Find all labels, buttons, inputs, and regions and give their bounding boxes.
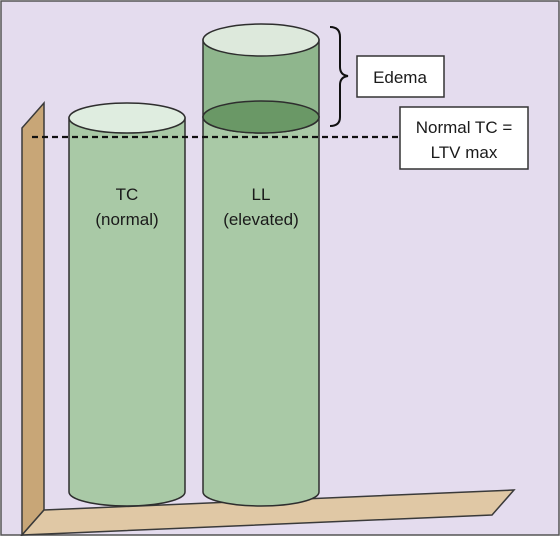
reference-label-line2: LTV max [431, 143, 498, 162]
tc-cylinder-body [68, 117, 186, 507]
tc-label-line2: (normal) [95, 210, 158, 229]
ll-label-line1: LL [252, 185, 271, 204]
tc-cylinder [68, 102, 186, 507]
reference-label-line1: Normal TC = [416, 118, 513, 137]
ll-cylinder [202, 23, 320, 507]
reference-label-box [399, 106, 529, 170]
ll-cylinder-body [202, 116, 320, 507]
tc-cylinder-top [68, 102, 186, 134]
ll-cylinder-top [202, 23, 320, 57]
edema-label-box [356, 55, 445, 98]
tc-label-line1: TC [116, 185, 139, 204]
ll-label-line2: (elevated) [223, 210, 299, 229]
wall-panel [21, 101, 45, 536]
edema-bracket [329, 26, 349, 127]
edema-label: Edema [373, 68, 427, 87]
tc-level-ellipse [202, 100, 320, 134]
floor-panel [20, 489, 516, 536]
